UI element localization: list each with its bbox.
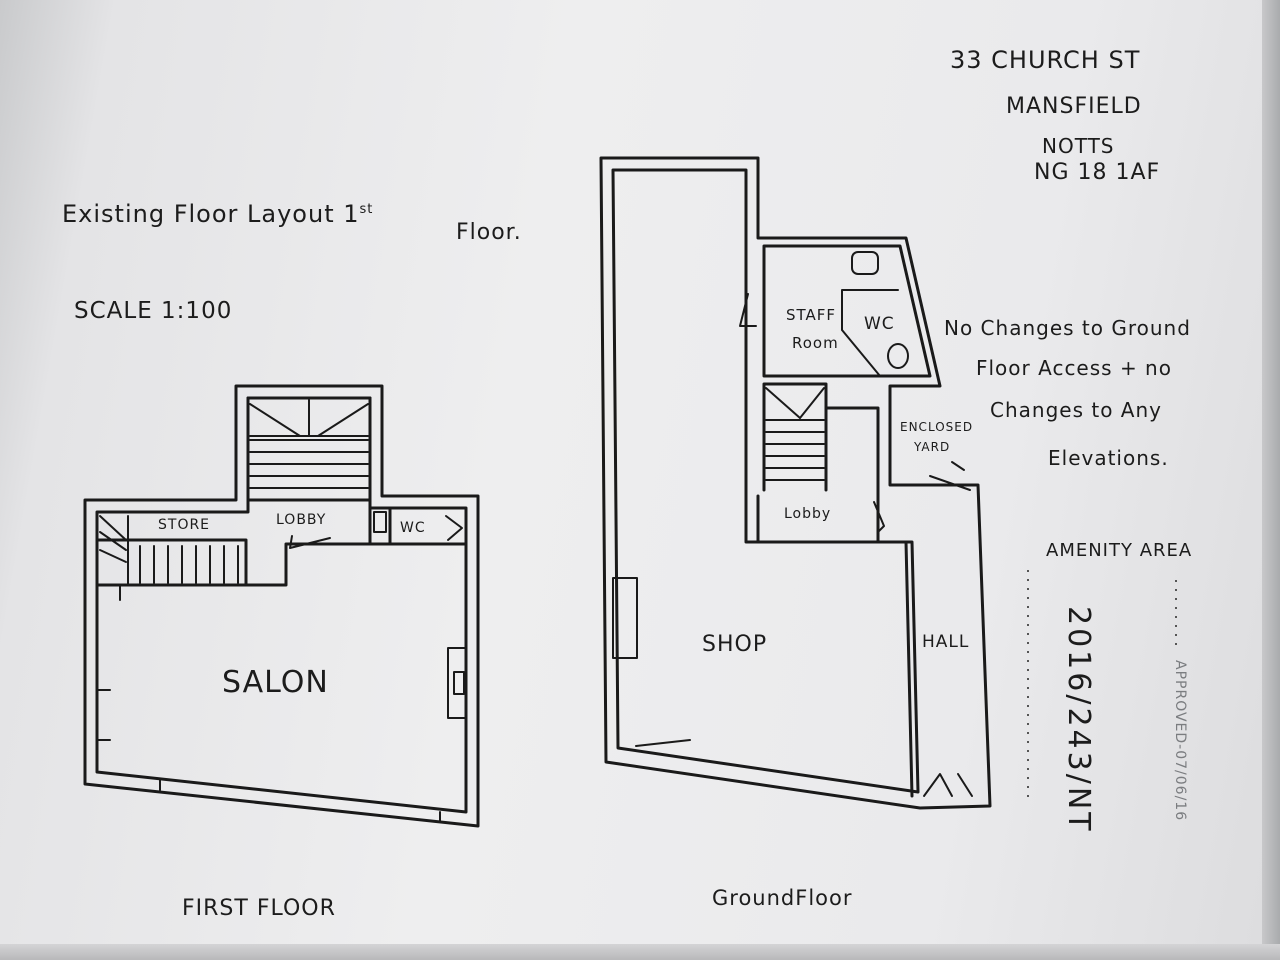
first-floor-chimney-breast: [447, 647, 467, 719]
ground-floor-wc-label: WC: [864, 314, 895, 334]
ground-floor-staff-door: [739, 293, 757, 327]
store-label: Store: [158, 517, 211, 533]
ground-floor-plan: [599, 156, 992, 810]
note-line-3: Changes to Any: [990, 398, 1162, 422]
drawing-title: Existing Floor Layout 1st: [62, 200, 373, 228]
drawing-title-superscript: st: [359, 202, 374, 217]
ground-floor-stair-treads: [765, 387, 825, 481]
first-floor-lobby-door: [289, 535, 331, 549]
first-floor-wc-door: [445, 515, 463, 541]
ground-floor-caption: GroundFloor: [712, 886, 853, 910]
first-floor-caption: First Floor: [182, 896, 336, 921]
shop-label: Shop: [702, 632, 768, 657]
amenity-area-label: Amenity Area: [1046, 540, 1193, 561]
staff-room-label-1: Staff: [786, 306, 837, 324]
salon-label: Salon: [222, 665, 329, 700]
approval-stamp: APPROVED-07/06/16: [1172, 660, 1188, 822]
first-floor-lobby-partition: [244, 506, 372, 587]
amenity-area-boundary: [1027, 570, 1177, 800]
ground-floor-entrance-door: [923, 773, 973, 797]
ground-floor-lobby-door: [873, 501, 885, 533]
ground-floor-hall-partition: [904, 540, 914, 798]
first-floor-store-wall: [95, 538, 248, 587]
note-line-2: Floor Access + no: [976, 356, 1172, 380]
address-line-1: 33 Church St: [950, 46, 1141, 74]
ground-floor-wc-partition: [841, 289, 899, 377]
enclosed-yard-label-2: Yard: [914, 440, 951, 454]
first-floor-plan: [83, 384, 480, 828]
first-floor-inner-wall: [95, 396, 468, 814]
ground-floor-shop-door: [635, 739, 691, 747]
drawing-title-main: Existing Floor Layout 1: [62, 200, 360, 228]
planning-reference-number: 2016/243/NT: [1061, 606, 1096, 834]
ground-floor-wc-cistern: [851, 251, 879, 275]
first-floor-stair-treads: [249, 399, 369, 489]
first-floor-wc-label: WC: [400, 520, 426, 536]
radiator-edge: [1262, 0, 1280, 960]
scale-label: SCALE 1:100: [74, 298, 233, 324]
first-floor-fireplace: [453, 671, 465, 695]
address-line-2: Mansfield: [1006, 94, 1142, 119]
ground-floor-lobby-label: Lobby: [784, 506, 832, 522]
bottom-edge: [0, 944, 1280, 960]
first-floor-lobby-label: Lobby: [276, 512, 327, 528]
first-floor-wc-basin: [373, 511, 387, 533]
first-floor-stair-enclosure: [246, 396, 372, 502]
address-line-3: Notts: [1042, 134, 1115, 158]
address-line-4: NG 18 1AF: [1034, 160, 1161, 185]
ground-floor-staff-room-wall: [762, 244, 932, 378]
first-floor-wc-wall: [368, 506, 468, 546]
hall-label: Hall: [922, 632, 970, 652]
ground-floor-wc-pan: [887, 343, 909, 369]
first-floor-outer-wall: [83, 384, 480, 828]
drawing-title-floor: Floor.: [456, 220, 522, 245]
ground-floor-yard-gate: [929, 461, 971, 491]
ground-floor-lobby-wall: [756, 406, 880, 544]
enclosed-yard-label-1: Enclosed: [900, 420, 974, 434]
first-floor-window-marks: [96, 584, 441, 823]
note-line-4: Elevations.: [1048, 446, 1169, 470]
ground-floor-stair-wall: [762, 382, 828, 492]
first-floor-winder-stair: [99, 515, 239, 586]
staff-room-label-2: Room: [792, 334, 839, 352]
ground-floor-outer-wall: [599, 156, 992, 810]
ground-floor-inner-wall: [611, 168, 920, 794]
ground-floor-shop-bay: [612, 577, 638, 659]
note-line-1: No Changes to Ground: [944, 316, 1191, 340]
